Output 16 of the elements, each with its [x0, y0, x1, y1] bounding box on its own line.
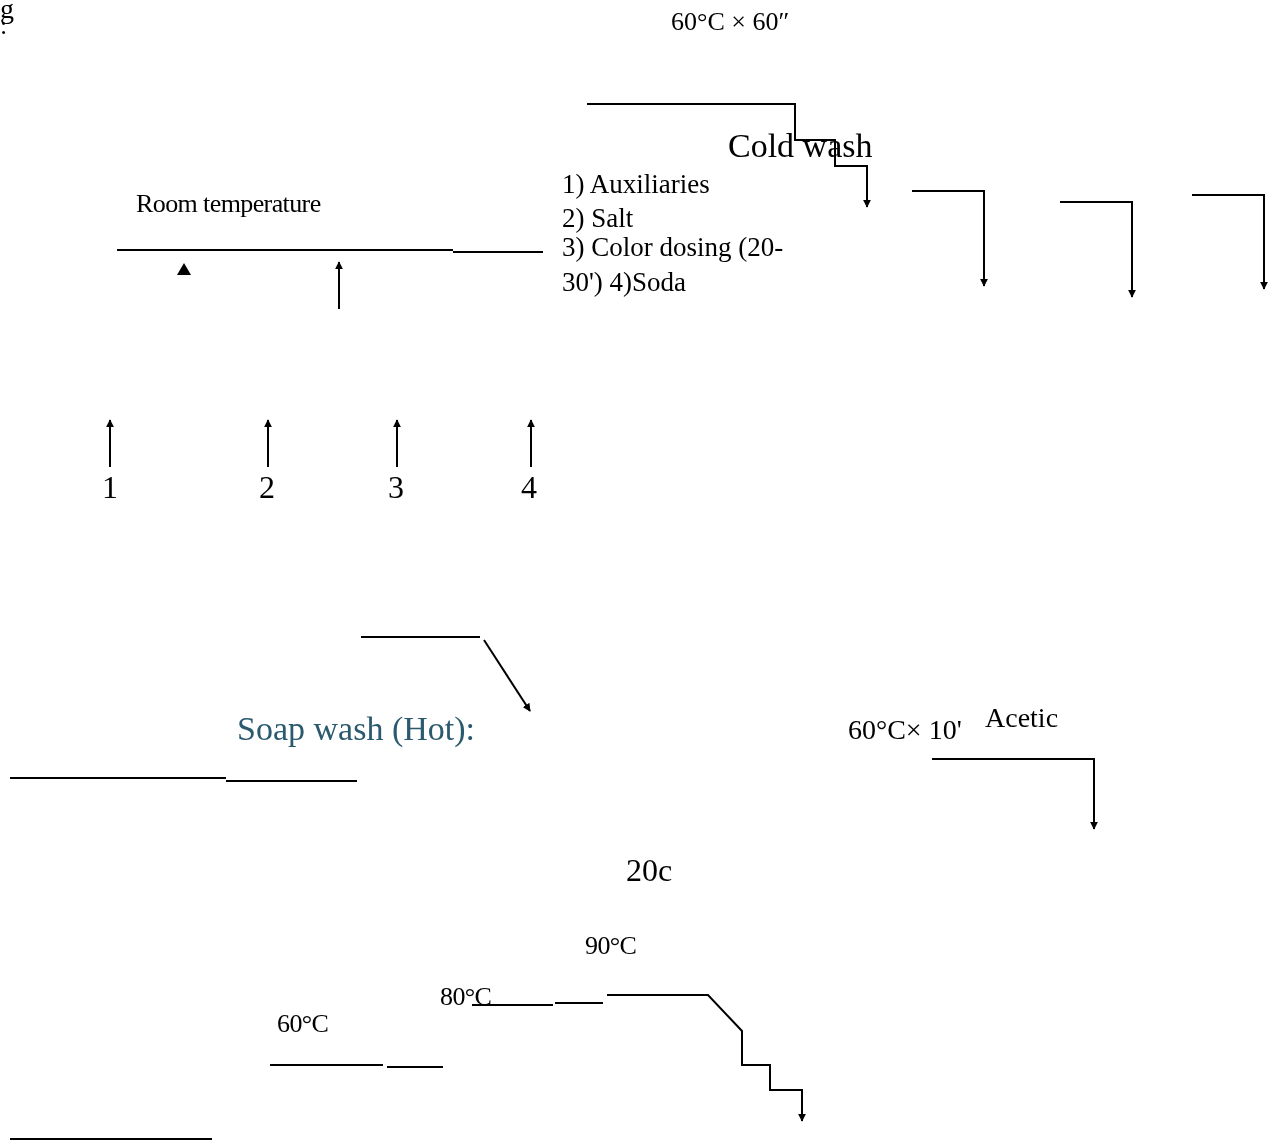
label-text: Room temperature [136, 190, 321, 219]
label-text: 90°C [585, 932, 637, 961]
label-text: 80°C [440, 983, 492, 1012]
label-text: 60°C× 10' [848, 715, 962, 746]
label-text: 3) Color dosing (20-30') 4)Soda [562, 232, 785, 300]
label-text: 1) Auxiliaries [562, 170, 710, 200]
label-text: Acetic [985, 703, 1059, 734]
dosing-point-number: 4 [521, 470, 537, 506]
dosing-point-number: 2 [259, 470, 275, 506]
dosing-point-number: 1 [102, 470, 118, 506]
label-text: Soap wash (Hot): [237, 710, 475, 748]
label-text: 60°C × 60ʺ [671, 8, 788, 37]
label-text: 60°C [277, 1010, 329, 1039]
label-text: 2) Salt [562, 204, 634, 234]
dosing-point-number: 3 [388, 470, 404, 506]
label-text: 20c [626, 853, 673, 889]
